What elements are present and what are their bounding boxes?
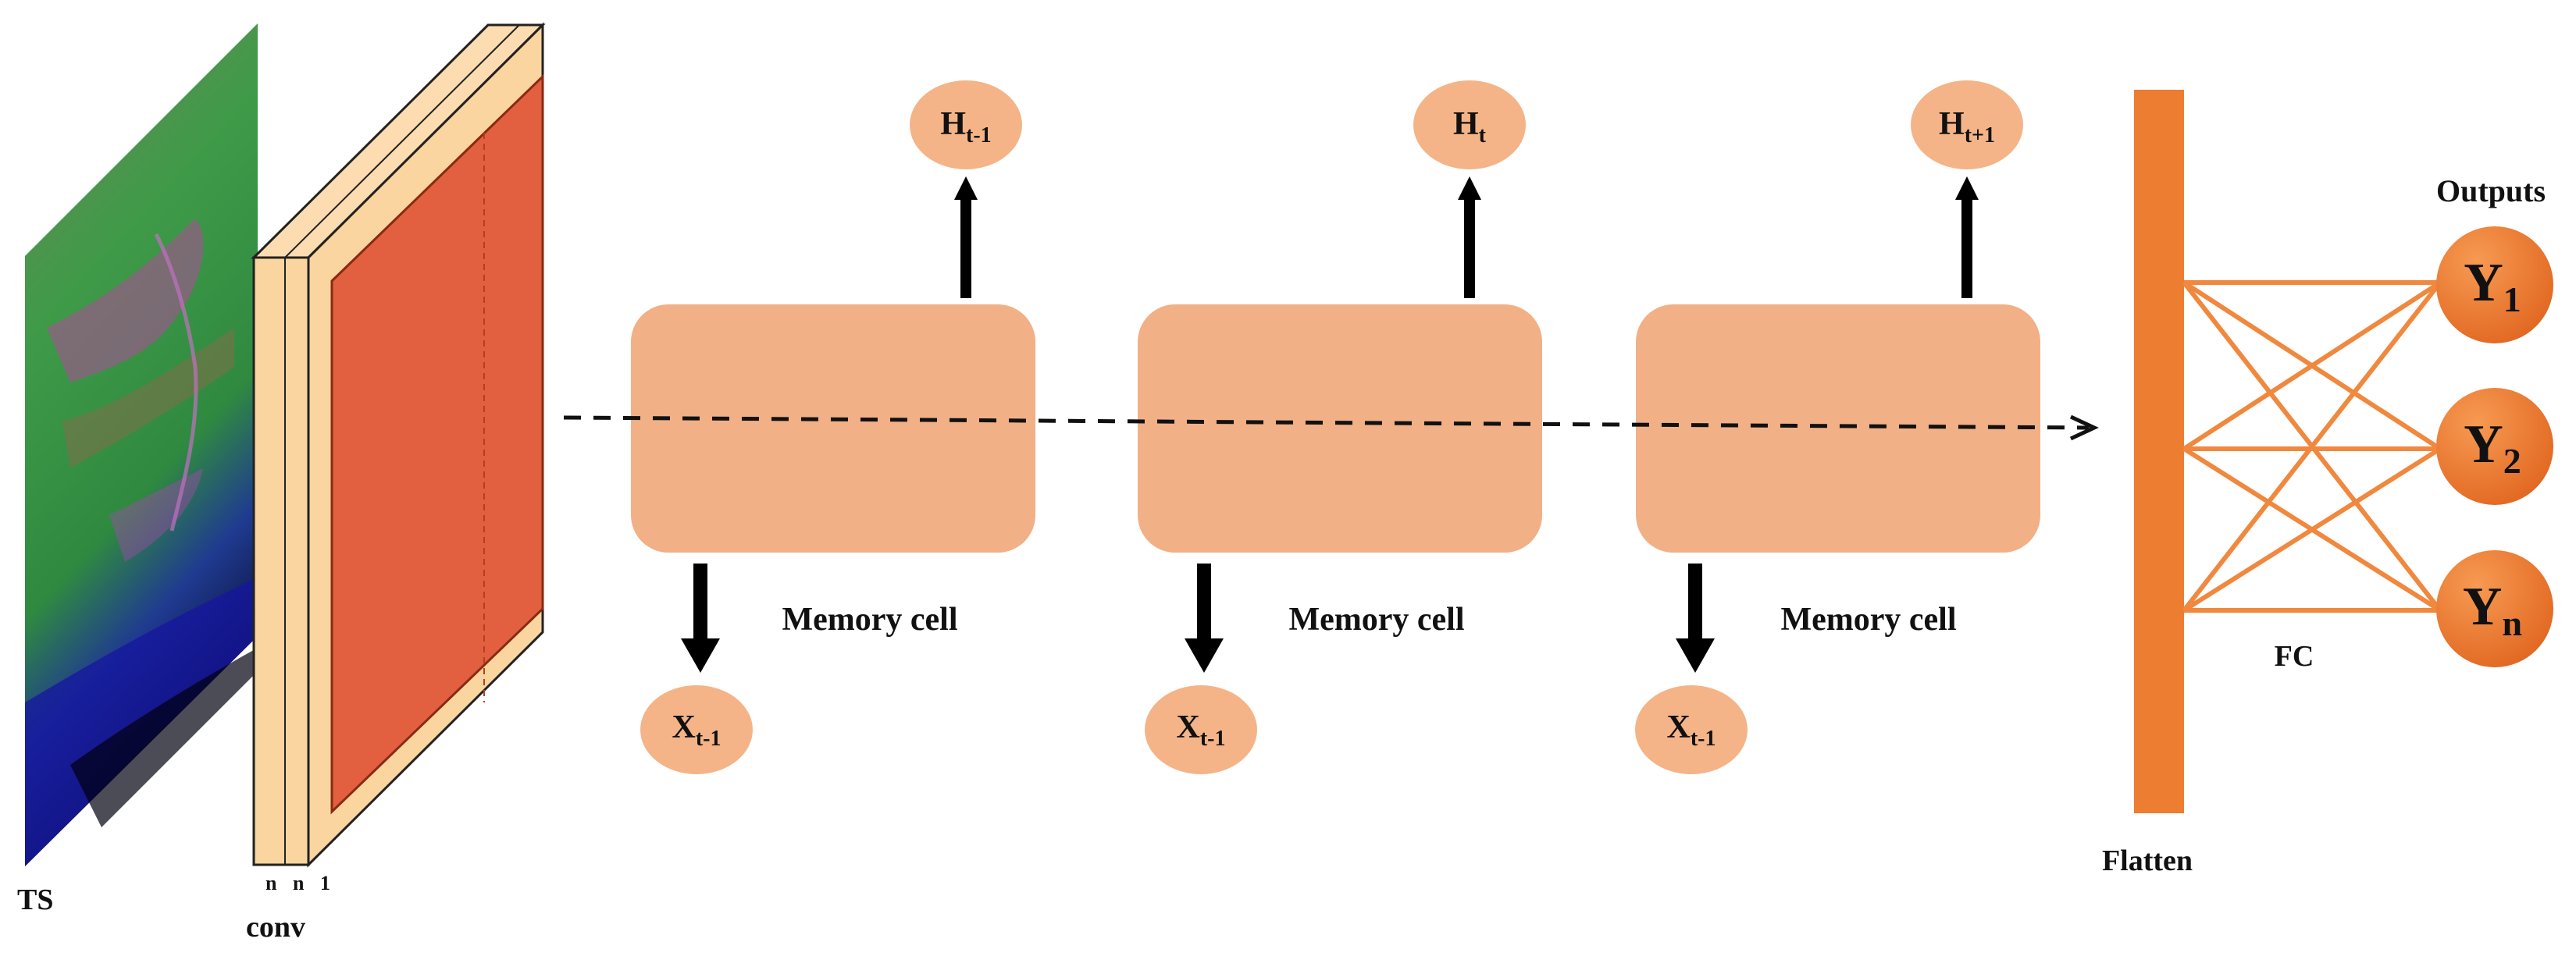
hidden-state-label-2: Ht [1453, 106, 1487, 148]
hidden-state-node-2 [1413, 80, 1526, 169]
conv-layer-stack [251, 22, 546, 868]
memory-cell-2 [1138, 304, 1542, 553]
output-node-1 [2436, 226, 2553, 343]
hidden-state-label-3: Ht+1 [1939, 106, 1995, 148]
memory-cell-label-1: Memory cell [782, 602, 957, 638]
memory-cell-label-2: Memory cell [1288, 602, 1464, 638]
input-node-2 [1145, 685, 1257, 774]
stack-tick-2: n [293, 872, 305, 894]
input-node-1 [640, 685, 753, 774]
outputs-label: Outputs [2436, 173, 2546, 208]
sequence-dashed-arrow [563, 414, 2099, 441]
hidden-state-node-1 [910, 80, 1022, 169]
memory-cell-3 [1636, 304, 2040, 553]
hidden-output-arrows [954, 176, 1979, 298]
flatten-label: Flatten [2102, 844, 2193, 877]
output-node-3 [2436, 550, 2553, 667]
conv-label: conv [246, 911, 305, 944]
hidden-state-label-1: Ht-1 [940, 106, 991, 148]
output-label-1: Y1 [2464, 253, 2521, 319]
input-label-3: Xt-1 [1667, 709, 1716, 751]
input-label-2: Xt-1 [1177, 709, 1226, 751]
flatten-bar [2134, 90, 2184, 813]
input-node-3 [1635, 685, 1748, 774]
fc-label: FC [2275, 640, 2314, 673]
output-label-2: Y2 [2464, 414, 2521, 481]
output-node-2 [2436, 388, 2553, 505]
stack-tick-1: n [265, 872, 277, 894]
ts-satellite-image [25, 23, 258, 866]
hidden-state-node-3 [1911, 80, 2023, 169]
input-label-1: Xt-1 [672, 709, 721, 751]
output-label-3: Yn [2463, 577, 2522, 643]
fully-connected-lines [2182, 280, 2442, 613]
ts-label: TS [17, 884, 53, 916]
stack-tick-3: 1 [320, 872, 330, 894]
memory-cell-1 [631, 304, 1035, 553]
input-arrows [681, 564, 1715, 673]
memory-cell-label-3: Memory cell [1780, 602, 1956, 638]
